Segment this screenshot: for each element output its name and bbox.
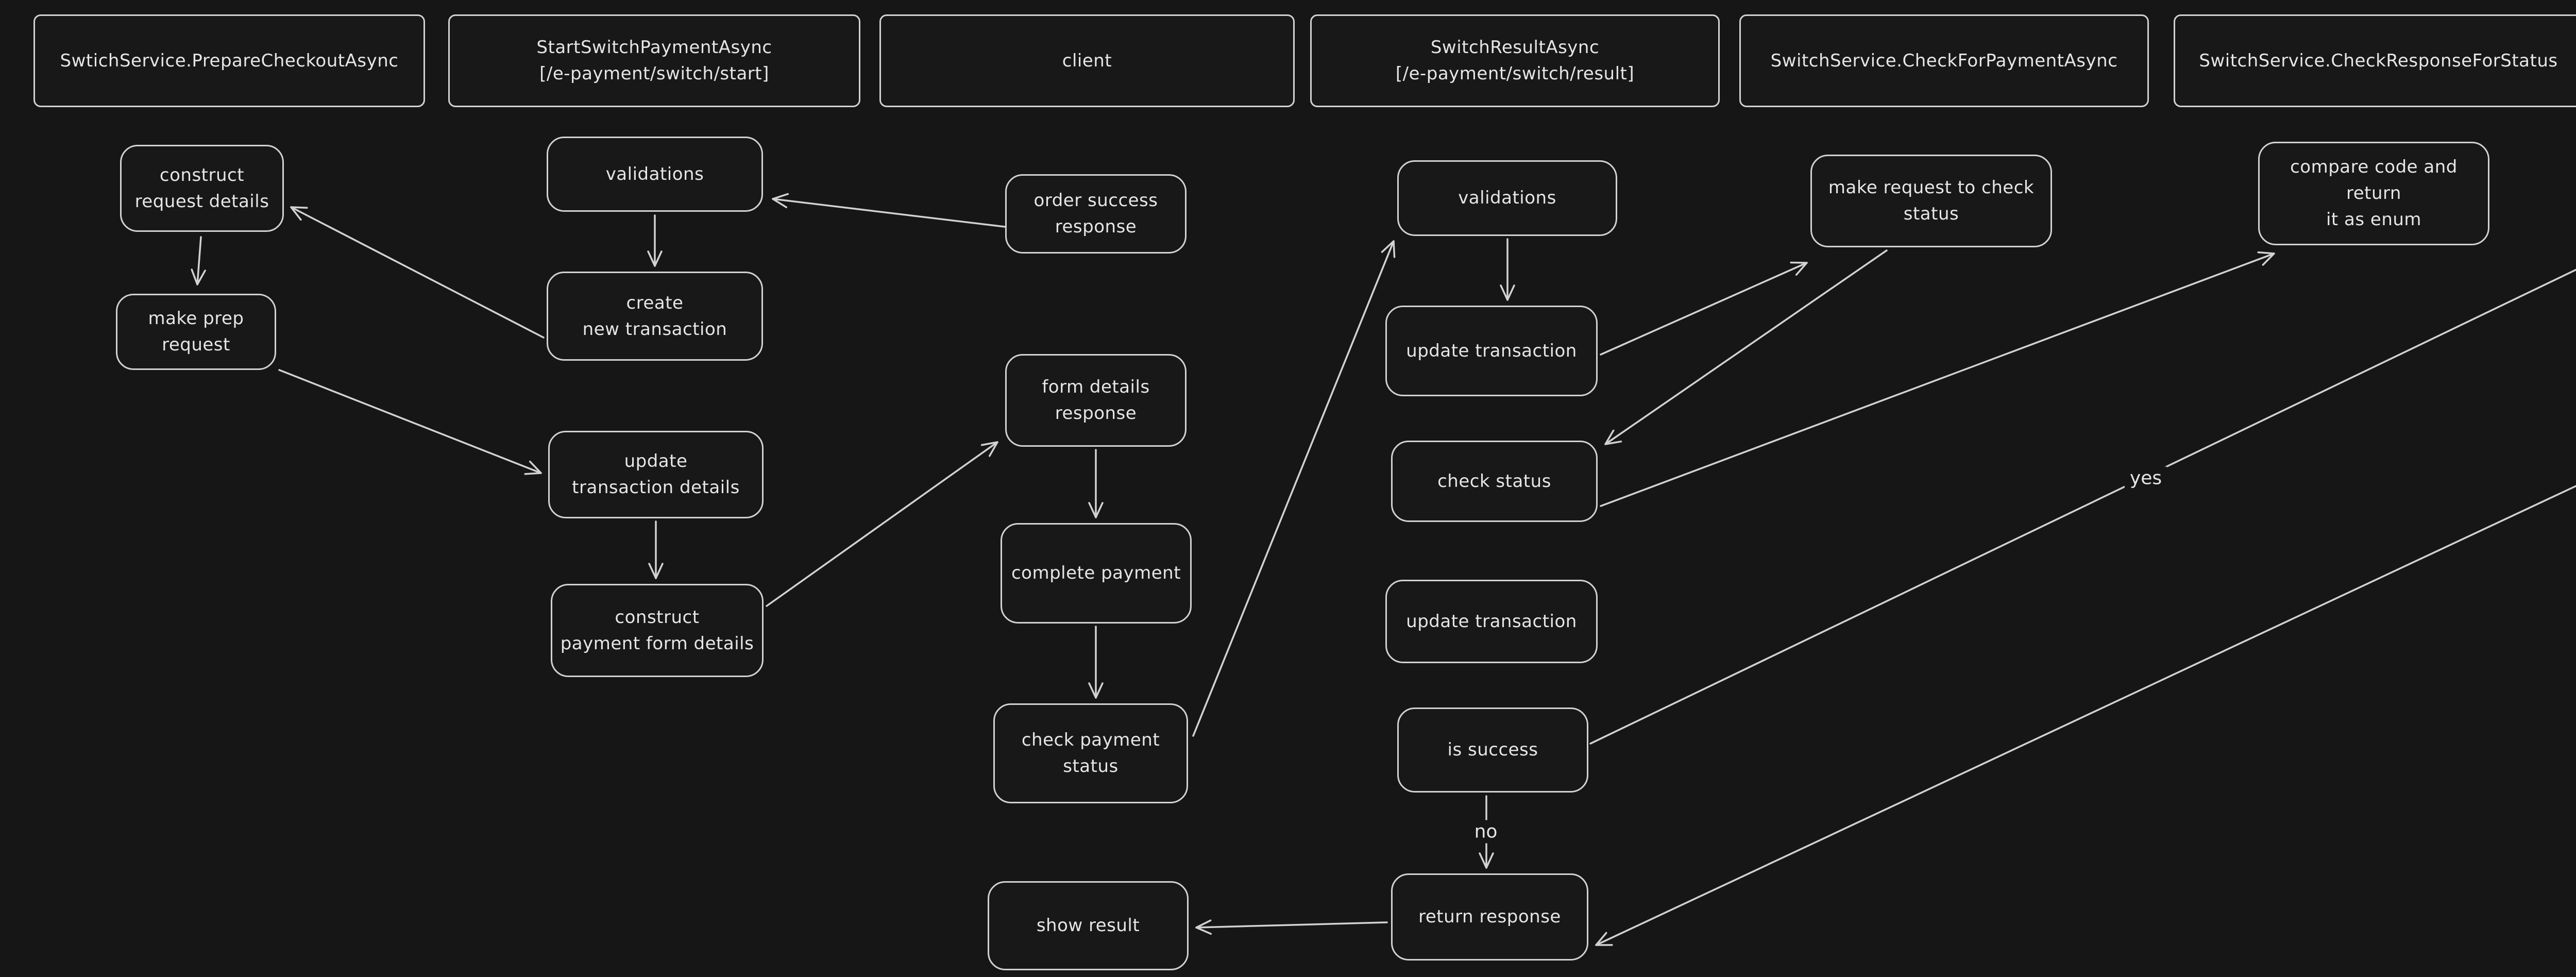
edge-is_success-to-validation_order[interactable] — [1589, 211, 2576, 745]
lane-header-start-switch-payment[interactable]: StartSwitchPaymentAsync [/e-payment/swit… — [448, 14, 860, 107]
edge-update_order_status-to-return_response[interactable] — [1595, 411, 2576, 946]
edge-make_prep-to-update_tx_details[interactable] — [278, 369, 542, 475]
node-create-new-transaction[interactable]: create new transaction — [547, 272, 763, 361]
node-check-status[interactable]: check status — [1391, 441, 1598, 522]
node-construct-payment-form-details[interactable]: construct payment form details — [551, 584, 764, 677]
node-form-details-response[interactable]: form details response — [1005, 354, 1187, 447]
edge-check_status-to-compare_code[interactable] — [1600, 251, 2275, 507]
edge-construct_request-to-make_prep[interactable] — [191, 236, 206, 285]
edge-make_request-to-check_status[interactable] — [1604, 249, 1888, 445]
lane-header-switch-result[interactable]: SwitchResultAsync [/e-payment/switch/res… — [1310, 14, 1720, 107]
edge-check_payment_status-to-validations_result[interactable] — [1192, 240, 1396, 737]
node-construct-request-details[interactable]: construct request details — [120, 145, 284, 232]
node-check-payment-status[interactable]: check payment status — [993, 703, 1188, 803]
lane-header-prepare-checkout[interactable]: SwtichService.PrepareCheckoutAsync — [33, 14, 425, 107]
node-validations-result[interactable]: validations — [1397, 160, 1617, 236]
node-show-result[interactable]: show result — [988, 881, 1189, 970]
edge-label-yes[interactable]: yes — [2124, 466, 2167, 490]
edge-construct_form-to-form_details[interactable] — [766, 441, 998, 607]
lane-header-check-for-payment[interactable]: SwitchService.CheckForPaymentAsync — [1739, 14, 2149, 107]
node-complete-payment[interactable]: complete payment — [1001, 523, 1192, 624]
node-update-transaction-details[interactable]: update transaction details — [548, 431, 764, 518]
node-make-request-to-check-status[interactable]: make request to check status — [1810, 155, 2052, 247]
edge-return_response-to-show_result[interactable] — [1195, 919, 1388, 935]
node-make-prep-request[interactable]: make prep request — [116, 294, 276, 370]
lane-header-check-response-for-status[interactable]: SwitchService.CheckResponseForStatus — [2174, 14, 2576, 107]
edge-create_tx-to-construct_request[interactable] — [290, 206, 545, 339]
edge-update_tx_1-to-make_request[interactable] — [1600, 261, 1808, 356]
node-validations-start[interactable]: validations — [547, 137, 763, 212]
node-return-response[interactable]: return response — [1391, 873, 1588, 961]
node-is-success[interactable]: is success — [1397, 708, 1588, 793]
node-compare-code-return-enum[interactable]: compare code and return it as enum — [2258, 142, 2489, 245]
node-update-transaction-1[interactable]: update transaction — [1385, 306, 1598, 396]
node-update-transaction-2[interactable]: update transaction — [1385, 580, 1598, 663]
edge-label-no[interactable]: no — [1469, 820, 1503, 844]
node-order-success-response[interactable]: order success response — [1005, 174, 1187, 254]
edge-order_success-to-validations_start[interactable] — [772, 193, 1006, 228]
lane-header-client[interactable]: client — [879, 14, 1295, 107]
